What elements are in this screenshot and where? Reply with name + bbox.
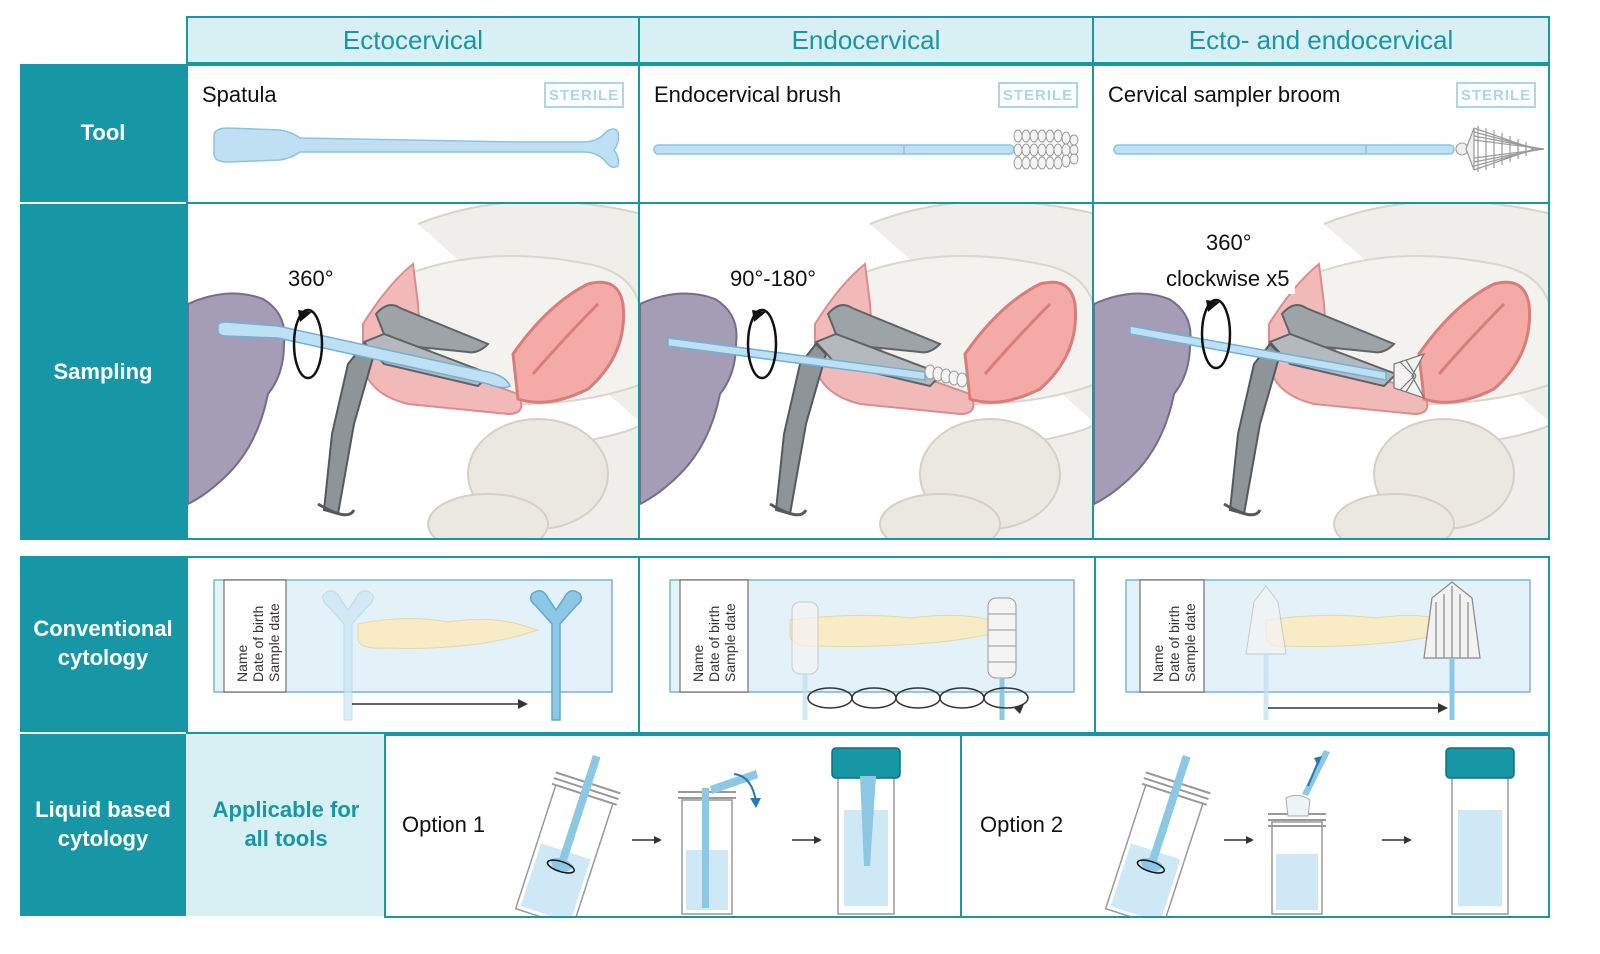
header-label: Endocervical xyxy=(792,25,941,56)
liquid-option-1: Option 1 xyxy=(384,734,962,918)
rotation-angle-label: 360° xyxy=(1200,228,1258,258)
slide-label-line: Name xyxy=(690,603,706,682)
cervical-broom-icon xyxy=(1094,66,1550,204)
liquid-option-2: Option 2 xyxy=(960,734,1550,918)
row-label-text: cytology xyxy=(58,644,148,673)
endocervical-brush-icon xyxy=(640,66,1094,204)
slide-label-line: Date of birth xyxy=(706,603,722,682)
slide-label-line: Date of birth xyxy=(250,603,266,682)
slide-label-line: Date of birth xyxy=(1166,603,1182,682)
tool-cell-brush: Endocervical brush STERILE xyxy=(638,64,1094,204)
row-label-text: Liquid based xyxy=(35,796,171,825)
row-label-conventional-cytology: Conventional cytology xyxy=(20,556,186,732)
slide-label: Name Date of birth Sample date xyxy=(234,603,282,682)
sampling-cell-endocervical: 90°-180° xyxy=(638,202,1094,540)
option-1-illustration xyxy=(386,736,962,918)
applicable-text: Applicable for xyxy=(213,796,360,825)
row-label-tool: Tool xyxy=(20,64,186,202)
option-2-illustration xyxy=(962,736,1550,918)
row-label-text: Tool xyxy=(81,119,126,148)
slide-label-line: Name xyxy=(234,603,250,682)
row-label-sampling: Sampling xyxy=(20,204,186,540)
slide-label-line: Sample date xyxy=(266,603,282,682)
rotation-angle-label: 360° xyxy=(282,264,340,294)
sampling-cell-ectocervical: 360° xyxy=(186,202,640,540)
spatula-icon xyxy=(188,66,640,204)
rotation-angle-label: 90°-180° xyxy=(724,264,822,294)
conventional-cell-broom: Name Date of birth Sample date xyxy=(1094,556,1550,734)
slide-label-line: Sample date xyxy=(722,603,738,682)
header-label: Ecto- and endocervical xyxy=(1189,25,1453,56)
header-label: Ectocervical xyxy=(343,25,483,56)
slide-label-line: Name xyxy=(1150,603,1166,682)
conventional-cell-brush: Name Date of birth Sample date xyxy=(638,556,1096,734)
applicable-text: all tools xyxy=(244,825,327,854)
applicable-all-tools: Applicable for all tools xyxy=(186,734,386,916)
sampling-illustration xyxy=(188,204,640,540)
sampling-illustration xyxy=(1094,204,1550,540)
slide-label-line: Sample date xyxy=(1182,603,1198,682)
header-endocervical: Endocervical xyxy=(638,16,1094,64)
sampling-illustration xyxy=(640,204,1094,540)
slide-label: Name Date of birth Sample date xyxy=(1150,603,1198,682)
header-ectocervical: Ectocervical xyxy=(186,16,640,64)
rotation-direction-label: clockwise x5 xyxy=(1160,264,1295,294)
row-label-text: cytology xyxy=(58,825,148,854)
tool-cell-spatula: Spatula STERILE xyxy=(186,64,640,204)
tool-cell-broom: Cervical sampler broom STERILE xyxy=(1092,64,1550,204)
header-ecto-endocervical: Ecto- and endocervical xyxy=(1092,16,1550,64)
slide-label: Name Date of birth Sample date xyxy=(690,603,738,682)
row-label-text: Conventional xyxy=(33,615,172,644)
row-label-liquid-cytology: Liquid based cytology xyxy=(20,734,186,916)
sampling-cell-ecto-endocervical: 360° clockwise x5 xyxy=(1092,202,1550,540)
row-label-text: Sampling xyxy=(53,358,152,387)
conventional-cell-spatula: Name Date of birth Sample date xyxy=(186,556,640,734)
